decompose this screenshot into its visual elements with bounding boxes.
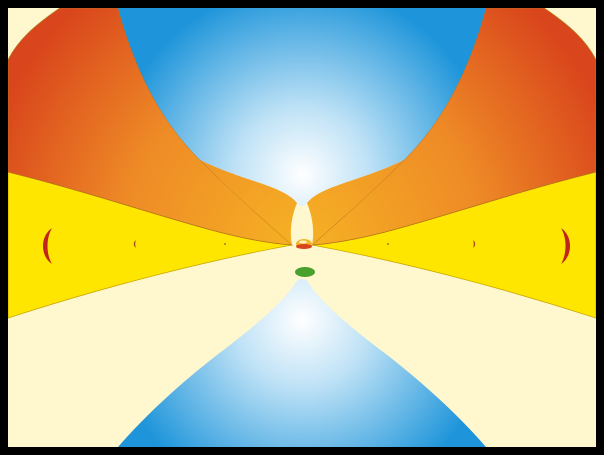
center-oval-shadow xyxy=(296,244,312,249)
tiny-dot-right xyxy=(387,243,389,245)
tiny-dot-left xyxy=(224,243,226,245)
figure-content xyxy=(8,8,596,447)
center-oval-highlight xyxy=(299,241,307,244)
green-oval-icon xyxy=(295,267,315,277)
